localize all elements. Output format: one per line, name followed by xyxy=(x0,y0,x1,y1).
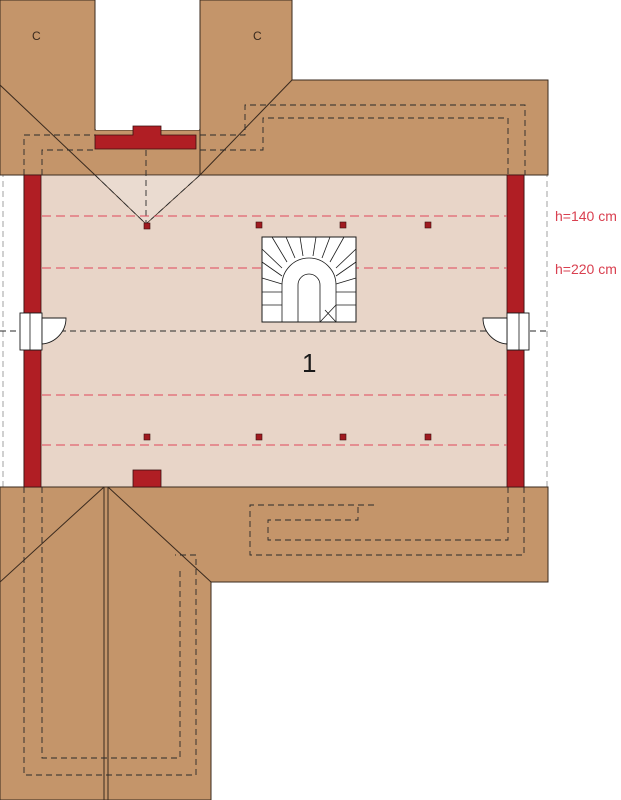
post xyxy=(143,222,151,230)
post xyxy=(424,221,432,229)
wall-right-upper xyxy=(506,174,525,314)
post xyxy=(143,433,151,441)
post xyxy=(339,433,347,441)
roof-top-right xyxy=(199,0,549,176)
staircase-outline xyxy=(261,236,357,323)
hip-line-tr xyxy=(199,79,293,176)
stair-inner-arc xyxy=(281,257,337,322)
room-number: 1 xyxy=(302,348,316,378)
post xyxy=(424,433,432,441)
gutter-tl-inner xyxy=(41,149,96,175)
wall-right-lower xyxy=(506,349,525,488)
window-left xyxy=(19,312,67,351)
post xyxy=(339,221,347,229)
roof-bottom xyxy=(0,486,549,800)
hip-line-br xyxy=(107,486,212,583)
hip-line-bl xyxy=(0,486,105,583)
post xyxy=(255,221,263,229)
chimney-mark-left: C xyxy=(32,29,41,43)
wall-left-upper xyxy=(23,174,42,314)
gutter-bottom-inner xyxy=(267,487,509,541)
gutter-bottom-outer xyxy=(249,487,525,556)
chimney-mark-right: C xyxy=(253,29,262,43)
gutter-wing-inner xyxy=(41,487,181,759)
gutter-wing-outer xyxy=(23,487,197,776)
hip-dash-l xyxy=(94,174,147,225)
wall-left-lower xyxy=(23,349,42,488)
gutter-tl xyxy=(23,134,96,175)
gutter-tr-inner xyxy=(200,117,509,175)
staircase xyxy=(261,236,357,323)
window-right xyxy=(482,312,530,351)
stair-core xyxy=(297,273,321,322)
height-label-140: h=140 cm xyxy=(555,208,617,224)
roof-gap xyxy=(96,0,199,130)
hip-line-tl xyxy=(0,84,96,176)
post xyxy=(255,433,263,441)
chimney-block-bottom xyxy=(132,469,162,488)
chimney-wall-top xyxy=(94,125,197,150)
gutter-tr xyxy=(200,104,526,175)
height-label-220: h=220 cm xyxy=(555,261,617,277)
